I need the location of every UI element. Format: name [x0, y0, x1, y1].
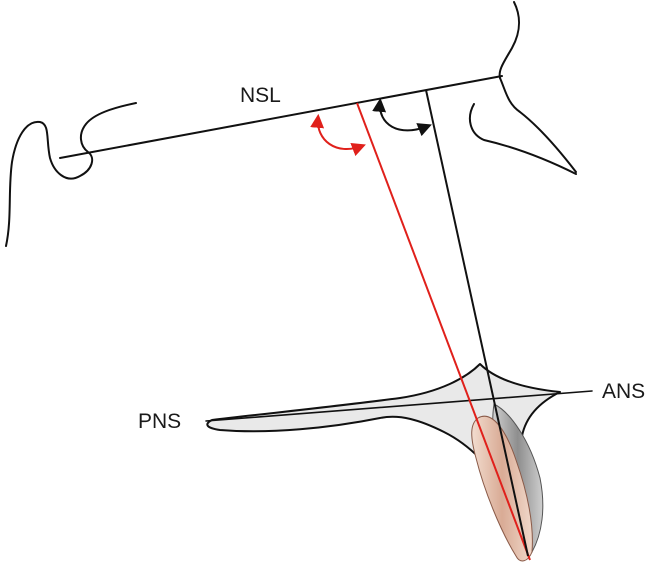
nsl-line: [59, 75, 503, 159]
nsl-label: NSL: [240, 84, 281, 107]
pns-ans-line: [205, 390, 593, 422]
frontal-bone-outline: [498, 1, 520, 79]
black-perpendicular-line: [425, 89, 529, 557]
nasal-bone-outline: [499, 77, 577, 173]
pns-label: PNS: [138, 410, 181, 433]
red-incisor-axis: [356, 102, 531, 561]
ans-label: ANS: [602, 380, 645, 403]
orbital-rim-outline: [468, 103, 577, 175]
sella-turcica-outline: [5, 102, 137, 247]
black-angle-arrow: [372, 97, 432, 137]
red-angle-arrow: [310, 113, 366, 157]
